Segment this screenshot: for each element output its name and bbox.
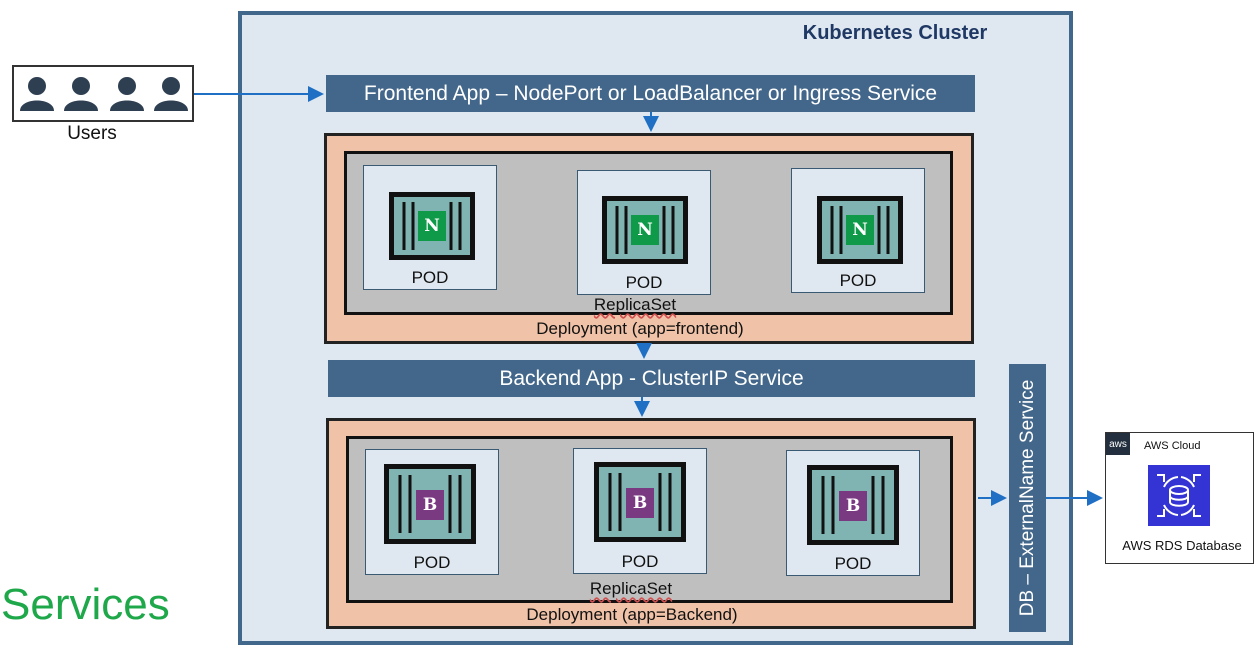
container-icon: B xyxy=(384,464,476,544)
frontend-service-label: Frontend App – NodePort or LoadBalancer … xyxy=(363,81,938,105)
container-icon: N xyxy=(817,196,903,264)
backend-deployment-label: Deployment (app=Backend) xyxy=(526,605,738,624)
backend-pod: B POD xyxy=(786,450,920,576)
backend-service: Backend App - ClusterIP Service xyxy=(328,360,975,397)
aws-cloud-label: AWS Cloud xyxy=(1144,440,1201,452)
db-externalname-service: DB – ExternalName Service xyxy=(1009,364,1046,632)
users-label: Users xyxy=(67,123,117,144)
container-icon: B xyxy=(807,465,899,545)
pod-label: POD xyxy=(413,553,451,572)
backend-replicaset-label: ReplicaSet xyxy=(589,579,673,598)
pod-label: POD xyxy=(411,268,449,287)
container-icon: N xyxy=(602,196,688,264)
user-icon xyxy=(110,77,144,111)
rds-database-icon xyxy=(1148,465,1210,526)
frontend-pod: N POD xyxy=(363,165,497,290)
frontend-pod: N POD xyxy=(791,168,925,293)
frontend-service: Frontend App – NodePort or LoadBalancer … xyxy=(326,75,975,112)
frontend-badge: N xyxy=(631,215,659,245)
backend-service-label: Backend App - ClusterIP Service xyxy=(499,366,804,390)
backend-badge: B xyxy=(626,488,654,518)
services-title: Services xyxy=(1,580,170,629)
pod-label: POD xyxy=(621,552,659,571)
user-icon xyxy=(20,77,54,111)
frontend-badge: N xyxy=(418,211,446,241)
cluster-title: Kubernetes Cluster xyxy=(802,22,988,44)
backend-badge: B xyxy=(416,490,444,520)
user-icon xyxy=(154,77,188,111)
frontend-badge: N xyxy=(846,215,874,245)
user-icon xyxy=(64,77,98,111)
backend-badge: B xyxy=(839,491,867,521)
backend-pod: B POD xyxy=(365,449,499,575)
frontend-replicaset-label: ReplicaSet xyxy=(593,295,677,314)
aws-logo: aws xyxy=(1106,433,1130,455)
frontend-deployment-label: Deployment (app=frontend) xyxy=(536,319,744,338)
users-box xyxy=(12,65,194,122)
pod-label: POD xyxy=(834,554,872,573)
rds-label: AWS RDS Database xyxy=(1122,538,1242,553)
container-icon: B xyxy=(594,462,686,542)
pod-label: POD xyxy=(839,271,877,290)
pod-label: POD xyxy=(625,273,663,292)
backend-pod: B POD xyxy=(573,448,707,574)
container-icon: N xyxy=(389,192,475,260)
frontend-pod: N POD xyxy=(577,170,711,295)
